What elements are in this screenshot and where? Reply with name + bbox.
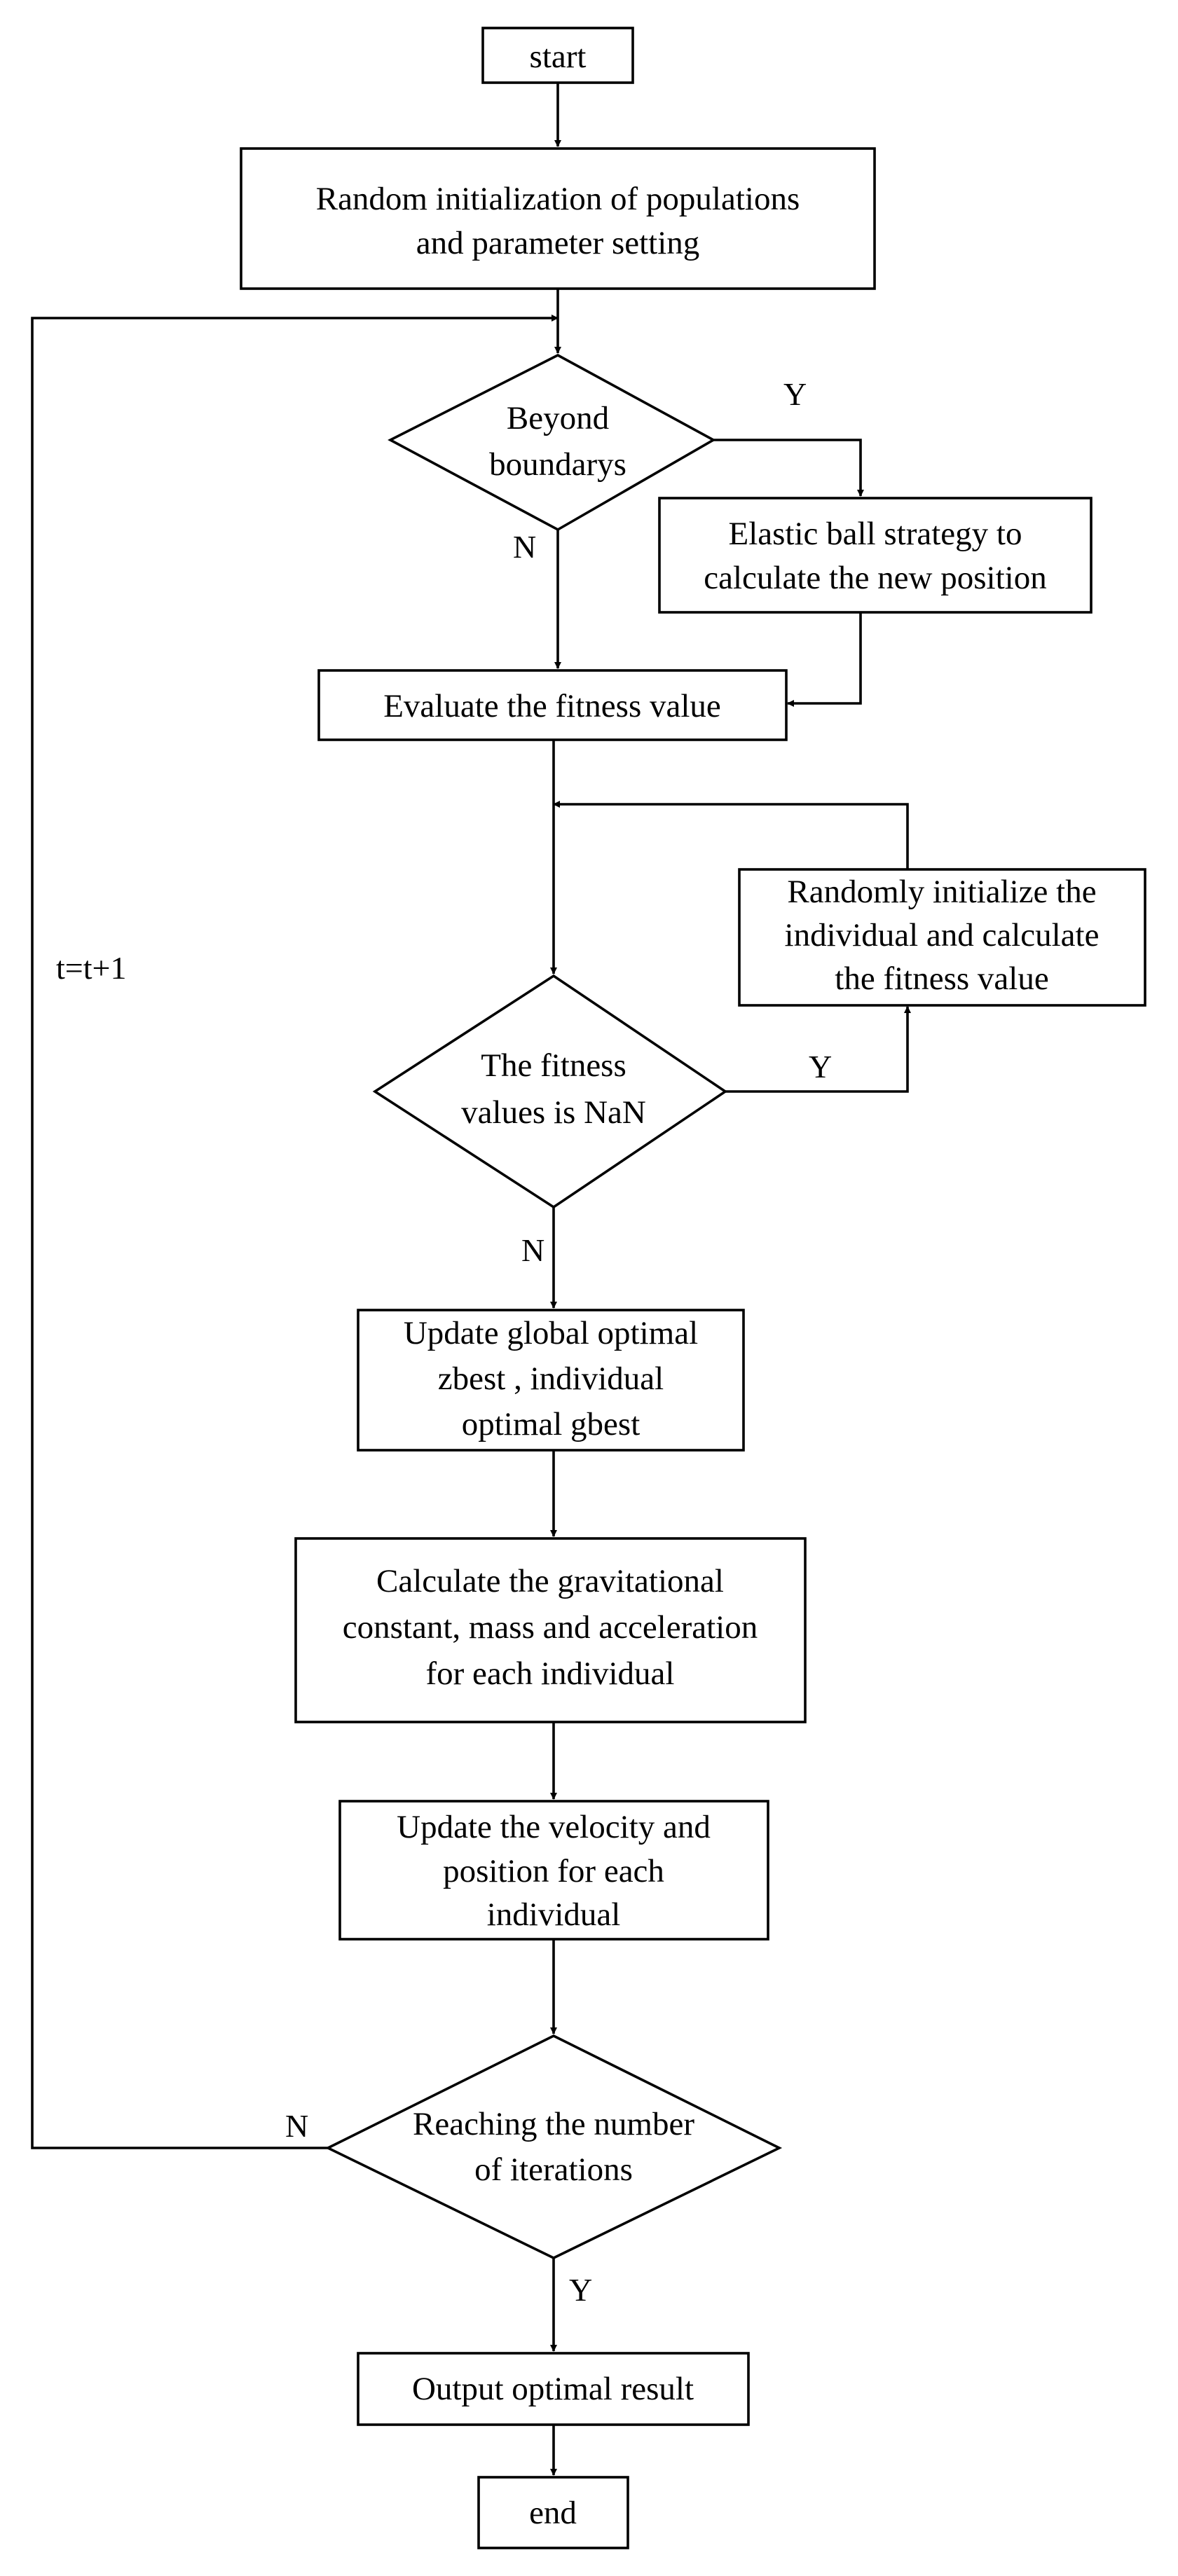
- node-output-label: Output optimal result: [412, 2371, 694, 2407]
- node-update-global-line-1: Update global optimal: [404, 1315, 698, 1351]
- node-start: start: [481, 27, 634, 84]
- node-end-label: end: [529, 2495, 577, 2531]
- node-gravity-mass-acceleration: Calculate the gravitational constant, ma…: [294, 1537, 807, 1723]
- node-start-label: start: [530, 39, 587, 75]
- node-velocity-line-2: position for each: [443, 1853, 664, 1889]
- node-gravity-line-2: constant, mass and acceleration: [343, 1609, 758, 1646]
- label-reaching-yes: Y: [569, 2272, 592, 2308]
- label-nan-no: N: [521, 1232, 545, 1268]
- label-loop-counter: t=t+1: [56, 950, 126, 986]
- flowchart-edges: [31, 83, 911, 2476]
- node-elastic-ball: Elastic ball strategy to calculate the n…: [658, 497, 1093, 614]
- node-elastic-line-1: Elastic ball strategy to: [729, 516, 1022, 552]
- node-nan-line-1: The fitness: [481, 1047, 626, 1084]
- node-init-line-1: Random initialization of populations: [316, 181, 800, 217]
- node-beyond-boundarys: Beyond boundarys: [388, 353, 716, 532]
- label-beyond-yes: Y: [783, 376, 807, 412]
- node-init: Random initialization of populations and…: [240, 147, 876, 290]
- node-evaluate-fitness: Evaluate the fitness value: [317, 669, 788, 741]
- node-nan-line-2: values is NaN: [461, 1094, 646, 1131]
- edge-reaching-no-loop-back: [31, 315, 559, 2149]
- node-output-result: Output optimal result: [357, 2352, 750, 2426]
- edge-elastic-to-evaluate: [787, 612, 862, 707]
- node-reaching-line-2: of iterations: [474, 2151, 633, 2188]
- node-end: end: [477, 2476, 629, 2549]
- label-nan-yes: Y: [809, 1049, 832, 1084]
- node-velocity-line-1: Update the velocity and: [397, 1809, 711, 1845]
- edge-labels: Y N Y N N Y t=t+1: [56, 376, 832, 2308]
- node-init-line-2: and parameter setting: [416, 225, 700, 261]
- node-beyond-line-1: Beyond: [507, 400, 609, 436]
- edge-beyond-yes-to-elastic: [713, 439, 864, 497]
- node-beyond-line-2: boundarys: [489, 446, 626, 483]
- node-update-velocity: Update the velocity and position for eac…: [338, 1800, 769, 1941]
- edge-randomly-to-evaluate-path: [553, 801, 909, 869]
- label-reaching-no: N: [285, 2108, 308, 2144]
- node-velocity-line-3: individual: [487, 1896, 621, 1933]
- node-update-global-line-3: optimal gbest: [462, 1406, 641, 1442]
- node-randomly-line-2: individual and calculate: [785, 917, 1100, 953]
- node-elastic-line-2: calculate the new position: [704, 560, 1046, 596]
- node-reaching-line-1: Reaching the number: [413, 2106, 694, 2142]
- node-randomly-line-1: Randomly initialize the: [787, 874, 1096, 910]
- node-randomly-initialize: Randomly initialize the individual and c…: [738, 868, 1146, 1007]
- node-update-global: Update global optimal zbest , individual…: [357, 1309, 745, 1452]
- node-gravity-line-1: Calculate the gravitational: [376, 1563, 724, 1599]
- node-randomly-line-3: the fitness value: [835, 960, 1048, 997]
- node-evaluate-label: Evaluate the fitness value: [383, 688, 721, 724]
- node-fitness-nan: The fitness values is NaN: [372, 974, 728, 1209]
- node-gravity-line-3: for each individual: [426, 1655, 675, 1692]
- label-beyond-no: N: [513, 529, 536, 565]
- node-reaching-iterations: Reaching the number of iterations: [324, 2034, 783, 2260]
- node-update-global-line-2: zbest , individual: [438, 1361, 664, 1397]
- edge-nan-yes-to-randomly: [725, 1006, 911, 1093]
